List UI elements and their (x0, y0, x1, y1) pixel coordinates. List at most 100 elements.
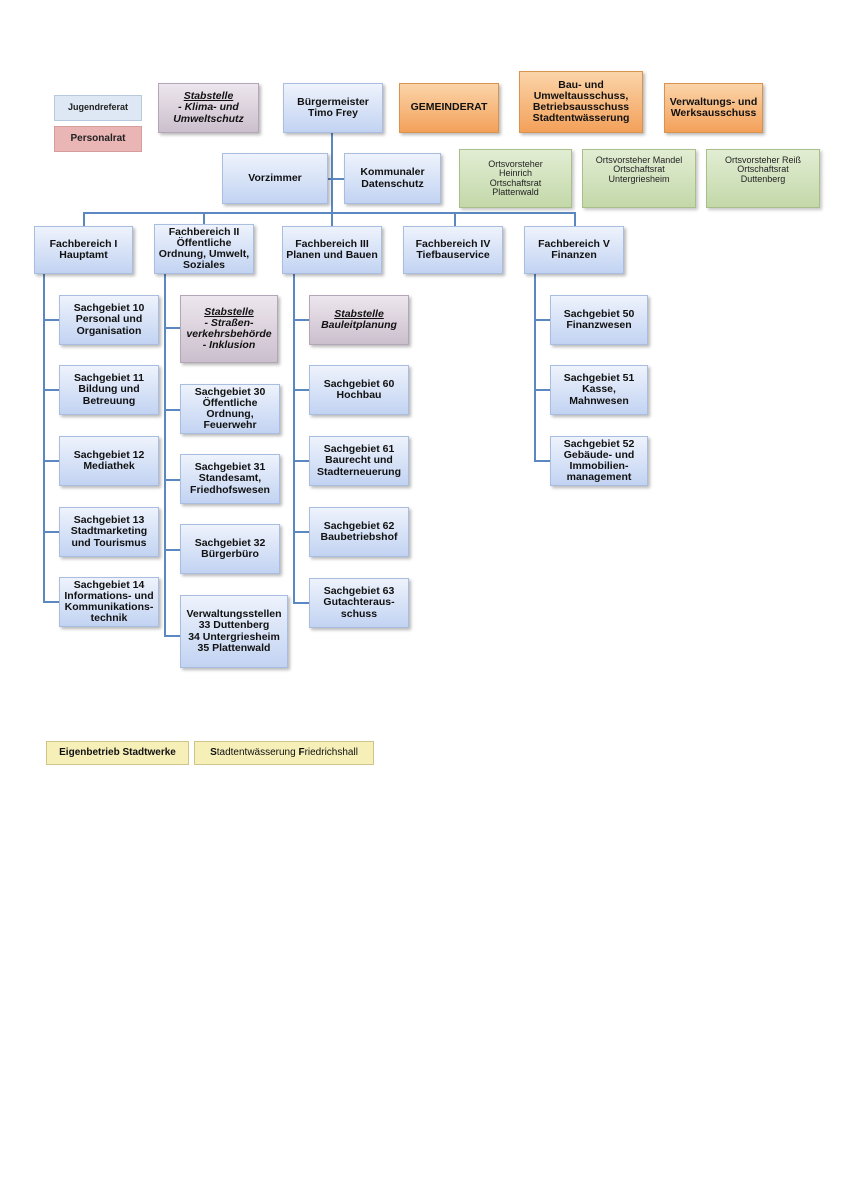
sachgebiet-line: Sachgebiet 63 (323, 585, 395, 598)
fachbereich-1-title: Fachbereich I (49, 237, 118, 250)
sachgebiet-line: Sachgebiet 31 (194, 461, 266, 474)
bauausschuss-line: Bau- und (558, 78, 604, 91)
verwaltungsausschuss-line: Werksausschuss (670, 107, 757, 119)
stabstelle-klima-box: Stabstelle - Klima- und Umweltschutz (158, 83, 259, 133)
stabstelle-line: - Inklusion (202, 339, 256, 352)
connector-fb3-sg63 (293, 602, 309, 604)
vorzimmer-box: Vorzimmer (222, 153, 328, 204)
fachbereich-1-name: Hauptamt (59, 249, 108, 261)
sachgebiet-line: Kommunikations- (64, 601, 154, 613)
sachgebiet-line: Sachgebiet 12 (73, 448, 145, 461)
sachgebiet-line: Sachgebiet 10 (73, 302, 145, 315)
stadtentwaesserung-initial: F (298, 746, 305, 758)
ortsvorsteher-line: Duttenberg (740, 173, 786, 184)
ortsvorsteher-line: Ortschaftsrat (737, 164, 789, 175)
sachgebiet-line: Personal und (75, 313, 143, 326)
connector-fb1-sg12 (43, 460, 59, 462)
jugendreferat-label: Jugendreferat (67, 102, 129, 113)
sachgebiet-31-box: Sachgebiet 31 Standesamt, Friedhofswesen (180, 454, 280, 504)
connector-fb2-verwaltungsstellen (164, 635, 180, 637)
ortsvorsteher-line: Heinrich (498, 168, 532, 179)
sachgebiet-line: Sachgebiet 30 (194, 385, 266, 398)
fachbereich-5-box: Fachbereich V Finanzen (524, 226, 624, 274)
personalrat-label: Personalrat (70, 132, 126, 144)
stabstelle-line: Bauleitplanung (321, 319, 397, 331)
stadtentwaesserung-text: tadtentwässerung (216, 746, 299, 758)
connector-fb3-sg61 (293, 460, 309, 462)
sachgebiet-line: Sachgebiet 32 (194, 536, 266, 549)
connector-fb3-trunk (293, 274, 295, 604)
sachgebiet-line: Gutachteraus- (323, 596, 395, 609)
sachgebiet-line: Feuerwehr (203, 419, 257, 432)
sachgebiet-62-box: Sachgebiet 62 Baubetriebshof (309, 507, 409, 557)
sachgebiet-line: Baubetriebshof (320, 531, 398, 543)
stabstelle-bauleitplanung-box: Stabstelle Bauleitplanung (309, 295, 409, 345)
fachbereich-1-box: Fachbereich I Hauptamt (34, 226, 133, 274)
bauausschuss-line: Betriebsausschuss (532, 101, 630, 113)
datenschutz-box: Kommunaler Datenschutz (344, 153, 441, 204)
sachgebiet-line: technik (90, 612, 128, 625)
sachgebiet-line: Sachgebiet 51 (563, 372, 635, 385)
sachgebiet-line: Sachgebiet 61 (323, 443, 395, 456)
sachgebiet-line: Friedhofswesen (190, 483, 270, 496)
sachgebiet-32-box: Sachgebiet 32 Bürgerbüro (180, 524, 280, 574)
sachgebiet-line: Finanzwesen (566, 319, 632, 331)
sachgebiet-line: Ordnung, (206, 408, 254, 420)
fachbereich-2-box: Fachbereich II Öffentliche Ordnung, Umwe… (154, 224, 254, 274)
connector-drop-fb1 (83, 212, 85, 226)
jugendreferat-box: Jugendreferat (54, 95, 142, 121)
sachgebiet-line: Immobilien- (569, 460, 629, 472)
connector-drop-fb3 (331, 212, 333, 226)
sachgebiet-line: Sachgebiet 13 (73, 514, 145, 527)
sachgebiet-line: Sachgebiet 14 (73, 578, 145, 591)
sachgebiet-line: Kasse, (582, 383, 616, 396)
connector-fb5-sg51 (534, 389, 550, 391)
sachgebiet-13-box: Sachgebiet 13 Stadtmarketing und Tourism… (59, 507, 159, 557)
sachgebiet-line: Sachgebiet 52 (563, 437, 635, 450)
connector-drop-fb4 (454, 212, 456, 226)
gemeinderat-box: GEMEINDERAT (399, 83, 499, 133)
ortsvorsteher-line: Ortsvorsteher Mandel (595, 155, 683, 165)
sachgebiet-50-box: Sachgebiet 50 Finanzwesen (550, 295, 648, 345)
ortsvorsteher-line: Plattenwald (492, 186, 539, 197)
personalrat-box: Personalrat (54, 126, 142, 152)
stabstelle-heading: Stabstelle (334, 307, 384, 320)
verwaltungsausschuss-line: Verwaltungs- und (669, 95, 758, 108)
connector-fb1-trunk (43, 274, 45, 603)
connector-fb1-sg11 (43, 389, 59, 391)
sachgebiet-line: Sachgebiet 11 (73, 372, 145, 385)
sachgebiet-line: Sachgebiet 50 (563, 307, 635, 320)
sachgebiet-line: Gebäude- und (563, 448, 635, 461)
sachgebiet-line: Standesamt, (198, 472, 262, 485)
connector-fb5-trunk (534, 274, 536, 462)
connector-fb2-sg30 (164, 409, 180, 411)
verwaltungsstellen-line: 33 Duttenberg (198, 619, 270, 632)
connector-fb1-sg14 (43, 601, 59, 603)
connector-fb3-sg62 (293, 531, 309, 533)
connector-fb3-stab (293, 319, 309, 321)
stabstelle-line: verkehrsbehörde (186, 328, 272, 340)
fachbereich-2-name: Soziales (182, 259, 226, 272)
fachbereich-4-name: Tiefbauservice (416, 249, 490, 261)
connector-fb2-sg32 (164, 549, 180, 551)
connector-fb5-sg50 (534, 319, 550, 321)
stadtentwaesserung-initial: S (210, 746, 217, 758)
fachbereich-5-title: Fachbereich V (538, 237, 610, 250)
bauausschuss-line: Stadtentwässerung (532, 112, 630, 125)
verwaltungsstellen-box: Verwaltungsstellen 33 Duttenberg 34 Unte… (180, 595, 288, 668)
ortsvorsteher-line: Ortschaftsrat (613, 164, 665, 175)
sachgebiet-line: Organisation (76, 324, 142, 337)
connector-fb2-trunk (164, 274, 166, 637)
connector-buergermeister-vorzimmer (328, 178, 344, 180)
sachgebiet-11-box: Sachgebiet 11 Bildung und Betreuung (59, 365, 159, 415)
sachgebiet-line: Stadtmarketing (70, 525, 148, 538)
stabstelle-line: - Straßen- (204, 316, 254, 329)
verwaltungsstellen-line: Verwaltungsstellen (186, 608, 282, 621)
fachbereich-2-title: Fachbereich II (168, 225, 240, 238)
sachgebiet-line: Mahnwesen (569, 394, 629, 407)
bauausschuss-box: Bau- und Umweltausschuss, Betriebsaussch… (519, 71, 643, 133)
sachgebiet-51-box: Sachgebiet 51 Kasse, Mahnwesen (550, 365, 648, 415)
fachbereich-2-name: Öffentliche (176, 236, 232, 249)
sachgebiet-30-box: Sachgebiet 30 Öffentliche Ordnung, Feuer… (180, 384, 280, 434)
